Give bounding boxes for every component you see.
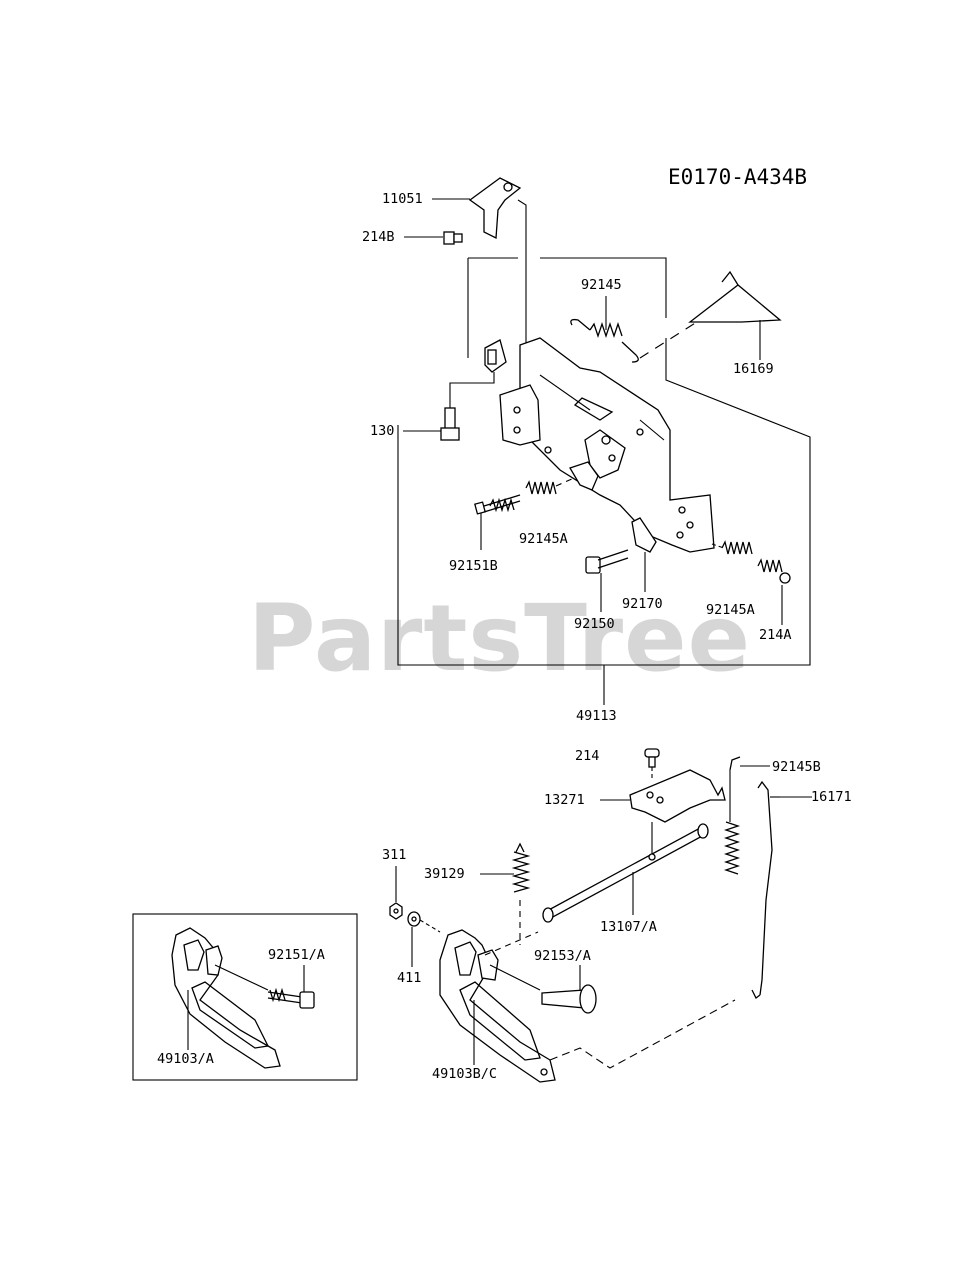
link-16169 — [688, 270, 782, 360]
bolt-92151A — [267, 965, 315, 1009]
callout-49103A: 49103/A — [157, 1051, 214, 1067]
diagram-id: E0170-A434B — [668, 165, 808, 189]
spring-92145A-right — [711, 540, 753, 555]
spring-92145B — [723, 756, 770, 875]
callout-92145: 92145 — [581, 277, 622, 293]
callout-214A: 214A — [759, 627, 792, 643]
inset-box — [132, 913, 358, 1081]
assembly-frame-49113 — [397, 257, 811, 705]
spring-39129 — [480, 842, 531, 945]
bolt-92151B — [474, 494, 521, 550]
bracket-11051 — [432, 177, 527, 380]
callout-92151B: 92151B — [449, 558, 498, 574]
bolt-92150 — [585, 549, 629, 612]
screw-214B — [404, 231, 463, 245]
callout-13107A: 13107/A — [600, 919, 657, 935]
callout-16171: 16171 — [811, 789, 852, 805]
callout-92145A-left: 92145A — [519, 531, 568, 547]
callout-311: 311 — [382, 847, 407, 863]
callout-92145A-right: 92145A — [706, 602, 755, 618]
lever-49103BC — [439, 929, 736, 1083]
callout-13271: 13271 — [544, 792, 585, 808]
washer-411 — [407, 911, 441, 967]
callout-92145B: 92145B — [772, 759, 821, 775]
watermark: PartsTree — [248, 585, 751, 692]
screw-214A — [757, 558, 791, 625]
callout-49103BC: 49103B/C — [432, 1066, 498, 1082]
callout-214: 214 — [575, 748, 600, 764]
callout-92150: 92150 — [574, 616, 615, 632]
spring-92145A-left — [525, 477, 575, 495]
rod-16171 — [751, 780, 812, 999]
callout-16169: 16169 — [733, 361, 774, 377]
callout-130: 130 — [370, 423, 395, 439]
bracket-92170 — [631, 517, 657, 592]
nut-311 — [389, 866, 403, 920]
callout-11051: 11051 — [382, 191, 423, 207]
callout-39129: 39129 — [424, 866, 465, 882]
control-bracket — [499, 337, 715, 553]
callout-92170: 92170 — [622, 596, 663, 612]
callout-411: 411 — [397, 970, 422, 986]
pin-92153A — [541, 965, 597, 1014]
plate-13271 — [600, 769, 726, 855]
callout-92151A: 92151/A — [268, 947, 325, 963]
bolt-130 — [403, 339, 507, 441]
screw-214 — [644, 748, 660, 780]
callout-92153A: 92153/A — [534, 948, 591, 964]
callout-214B: 214B — [362, 229, 395, 245]
callout-49113: 49113 — [576, 708, 617, 724]
spring-92145 — [570, 296, 701, 363]
shaft-13107A — [542, 823, 709, 923]
